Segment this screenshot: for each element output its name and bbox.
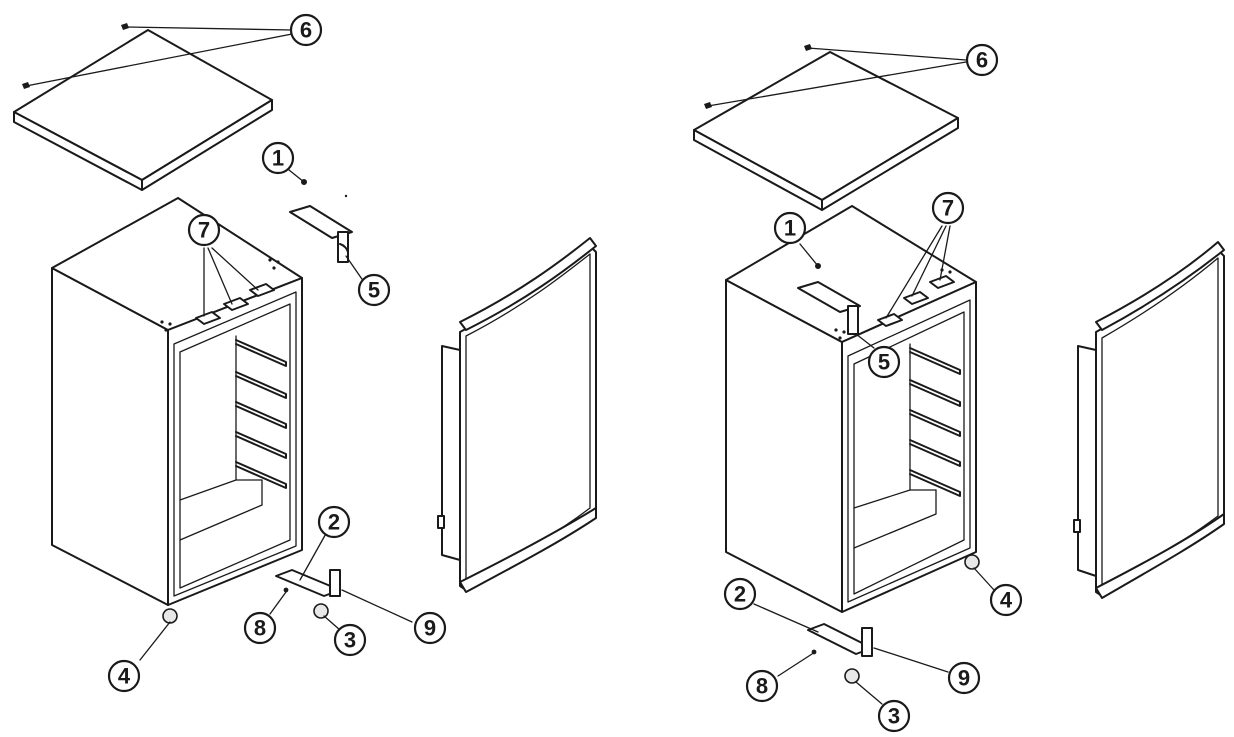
left-upper-hinge (289, 179, 353, 263)
right-foot (964, 554, 980, 570)
right-door-handle (1095, 241, 1225, 331)
callout-left-9: 9 (413, 611, 447, 645)
left-foot-3 (313, 603, 329, 619)
callout-left-4-label: 4 (118, 664, 131, 689)
left-foot (162, 608, 178, 624)
left-hole-cover-3 (249, 283, 275, 297)
right-upper-hinge (797, 263, 861, 335)
right-hole-cover-2 (903, 291, 929, 305)
callout-left-1: 1 (261, 141, 295, 175)
right-assembly (693, 44, 1225, 705)
left-door (437, 237, 597, 593)
callout-left-8-label: 8 (254, 616, 266, 641)
callout-right-5-label: 5 (878, 350, 890, 375)
callout-left-5: 5 (357, 273, 391, 307)
callout-left-6-label: 6 (300, 18, 312, 43)
right-foot-3 (844, 668, 860, 684)
callout-right-6-label: 6 (976, 48, 988, 73)
callout-right-9-label: 9 (958, 666, 970, 691)
callout-right-7-label: 7 (942, 196, 954, 221)
left-door-handle (459, 237, 597, 331)
callout-right-3: 3 (877, 699, 911, 733)
right-door (1073, 241, 1225, 599)
left-cabinet (51, 197, 303, 624)
callout-right-7: 7 (931, 191, 965, 225)
callout-left-7: 7 (187, 213, 221, 247)
callout-right-9: 9 (947, 661, 981, 695)
callout-right-1: 1 (773, 211, 807, 245)
left-hole-cover-2 (223, 297, 249, 311)
callout-left-9-label: 9 (424, 616, 436, 641)
callout-right-2: 2 (723, 577, 757, 611)
left-lower-hinge (275, 569, 341, 619)
callout-left-8: 8 (243, 611, 277, 645)
callout-left-5-label: 5 (368, 278, 380, 303)
callout-right-1-label: 1 (784, 216, 796, 241)
callout-left-6: 6 (289, 13, 323, 47)
left-leader-lines (25, 26, 413, 661)
callout-right-2-label: 2 (734, 582, 746, 607)
callout-right-5: 5 (867, 345, 901, 379)
right-cabinet (725, 205, 980, 613)
right-lower-hinge (807, 623, 873, 684)
left-top-cover (13, 23, 273, 191)
left-assembly (13, 23, 597, 661)
callout-right-4-label: 4 (1000, 588, 1013, 613)
callout-left-2: 2 (317, 505, 351, 539)
callout-left-1-label: 1 (272, 146, 284, 171)
left-screw-8 (283, 587, 289, 593)
right-hole-cover-1 (877, 313, 903, 327)
right-leader-lines (707, 47, 995, 705)
left-hole-cover-1 (195, 311, 221, 325)
right-screw-8 (811, 649, 817, 655)
callout-left-3: 3 (333, 623, 367, 657)
callout-right-8-label: 8 (756, 674, 768, 699)
right-top-cover (693, 44, 959, 211)
callout-left-4: 4 (107, 659, 141, 693)
callout-right-3-label: 3 (888, 704, 900, 729)
callout-right-4: 4 (989, 583, 1023, 617)
callout-right-8: 8 (745, 669, 779, 703)
callout-right-6: 6 (965, 43, 999, 77)
callout-left-3-label: 3 (344, 628, 356, 653)
callout-left-7-label: 7 (198, 218, 210, 243)
callout-left-2-label: 2 (328, 510, 340, 535)
